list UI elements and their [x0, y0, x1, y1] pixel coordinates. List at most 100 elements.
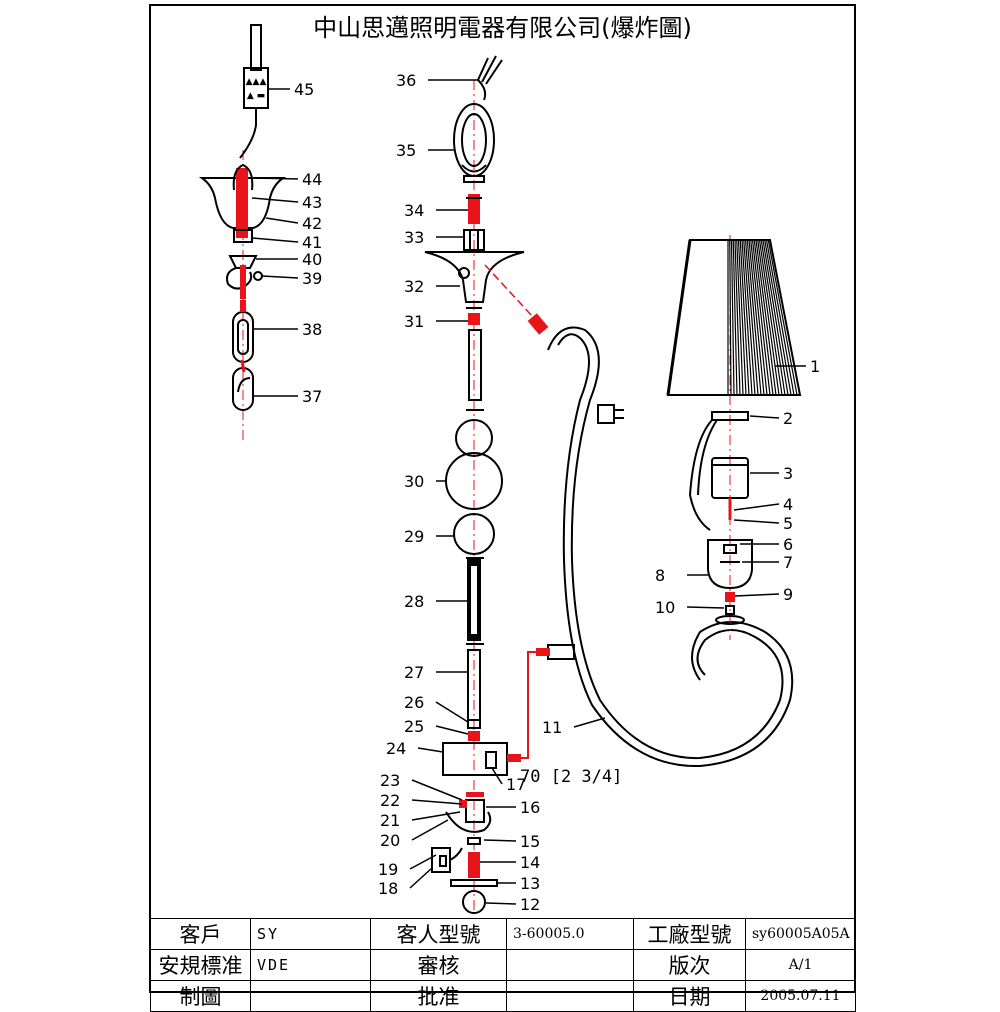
part-label-31: 31	[404, 312, 424, 331]
leader-line-18	[409, 867, 433, 889]
part-label-32: 32	[404, 277, 424, 296]
title-block-value	[250, 980, 371, 1012]
title-block-value	[506, 980, 634, 1012]
part-label-45: 45	[294, 80, 314, 99]
title-block-value: SY	[250, 918, 371, 950]
part-label-36: 36	[396, 71, 416, 90]
part-label-23: 23	[380, 771, 400, 790]
leader-line-26	[435, 701, 469, 723]
part-label-15: 15	[520, 832, 540, 851]
hanging-assembly: ▲▲▲ ▲ ▬	[198, 24, 287, 440]
title-block-label: 工廠型號	[633, 918, 746, 950]
cup-32	[424, 251, 525, 303]
title-block-value: 2005.07.11	[745, 980, 856, 1012]
svg-text:▲ ▬: ▲ ▬	[247, 91, 265, 101]
part-label-24: 24	[386, 739, 406, 758]
leader-line-19	[409, 854, 437, 870]
spare-part	[597, 404, 624, 424]
part-label-37: 37	[302, 387, 322, 406]
part-label-22: 22	[380, 791, 400, 810]
title-block-label: 日期	[633, 980, 746, 1012]
leader-line-15	[483, 839, 517, 842]
part-label-16: 16	[520, 798, 540, 817]
part-label-19: 19	[378, 860, 398, 879]
sheet-border	[149, 4, 856, 993]
leader-line-41	[251, 237, 299, 243]
part-label-44: 44	[302, 170, 322, 189]
center-column	[424, 55, 545, 914]
leader-line-10	[686, 606, 725, 609]
box-24	[442, 742, 508, 776]
part-label-12: 12	[520, 895, 540, 914]
part-label-13: 13	[520, 874, 540, 893]
part-label-43: 43	[302, 193, 322, 212]
leader-line-21	[411, 811, 461, 821]
title-block-value: VDE	[250, 949, 371, 981]
title-block-label: 制圖	[150, 980, 251, 1012]
part-label-4: 4	[783, 495, 793, 514]
leader-line-44	[253, 177, 299, 180]
drawing-title: 中山思邁照明電器有限公司(爆炸圖)	[313, 14, 692, 42]
lamp-head	[666, 235, 802, 640]
part-label-5: 5	[783, 514, 793, 533]
title-block-value: A/1	[745, 949, 856, 981]
leader-line-9	[734, 593, 780, 597]
part-label-17: 17	[506, 775, 526, 794]
part-labels: 1234567891011121314151617181920212223242…	[251, 71, 820, 914]
title-block-value: sy60005A05A	[745, 918, 856, 950]
part-label-30: 30	[404, 472, 424, 491]
part-label-14: 14	[520, 853, 540, 872]
part-label-7: 7	[783, 553, 793, 572]
leader-line-20	[411, 819, 449, 841]
leader-line-5	[733, 519, 780, 524]
title-block-label: 審核	[370, 949, 507, 981]
canopy-42	[198, 177, 287, 229]
title-block-label: 批准	[370, 980, 507, 1012]
part-label-20: 20	[380, 831, 400, 850]
part-label-11: 11	[542, 718, 562, 737]
part-label-18: 18	[378, 879, 398, 898]
leader-line-22	[411, 799, 463, 805]
part-label-42: 42	[302, 214, 322, 233]
part-label-27: 27	[404, 663, 424, 682]
part-label-8: 8	[655, 566, 665, 585]
title-block-value	[506, 949, 634, 981]
part-label-21: 21	[380, 811, 400, 830]
leader-line-2	[749, 415, 780, 419]
leader-line-17	[491, 767, 503, 785]
part-label-6: 6	[783, 535, 793, 554]
wire-pipe	[250, 24, 262, 71]
leader-line-42	[265, 217, 299, 224]
arm-11	[484, 264, 794, 768]
part-label-38: 38	[302, 320, 322, 339]
cup-8	[707, 539, 753, 590]
connector-box-45	[243, 67, 269, 109]
part-label-28: 28	[404, 592, 424, 611]
title-block-value: 3-60005.0	[506, 918, 634, 950]
title-block-label: 安規標准	[150, 949, 251, 981]
part-label-1: 1	[810, 357, 820, 376]
leader-line-39	[261, 275, 299, 279]
leader-line-4	[733, 503, 780, 511]
title-block-label: 版次	[633, 949, 746, 981]
part-label-41: 41	[302, 233, 322, 252]
part-label-29: 29	[404, 527, 424, 546]
part-label-9: 9	[783, 585, 793, 604]
part-label-35: 35	[396, 141, 416, 160]
ball-29	[453, 513, 495, 555]
part-label-33: 33	[404, 228, 424, 247]
leader-line-24	[417, 747, 444, 753]
part-label-40: 40	[302, 250, 322, 269]
svg-text:▲▲▲: ▲▲▲	[246, 77, 267, 87]
part-label-2: 2	[783, 409, 793, 428]
finial-12	[462, 890, 486, 914]
part-label-26: 26	[404, 693, 424, 712]
part-label-34: 34	[404, 201, 424, 220]
leader-line-11	[573, 717, 606, 728]
dimension-annotation: 70 [2 3/4]	[520, 767, 622, 787]
